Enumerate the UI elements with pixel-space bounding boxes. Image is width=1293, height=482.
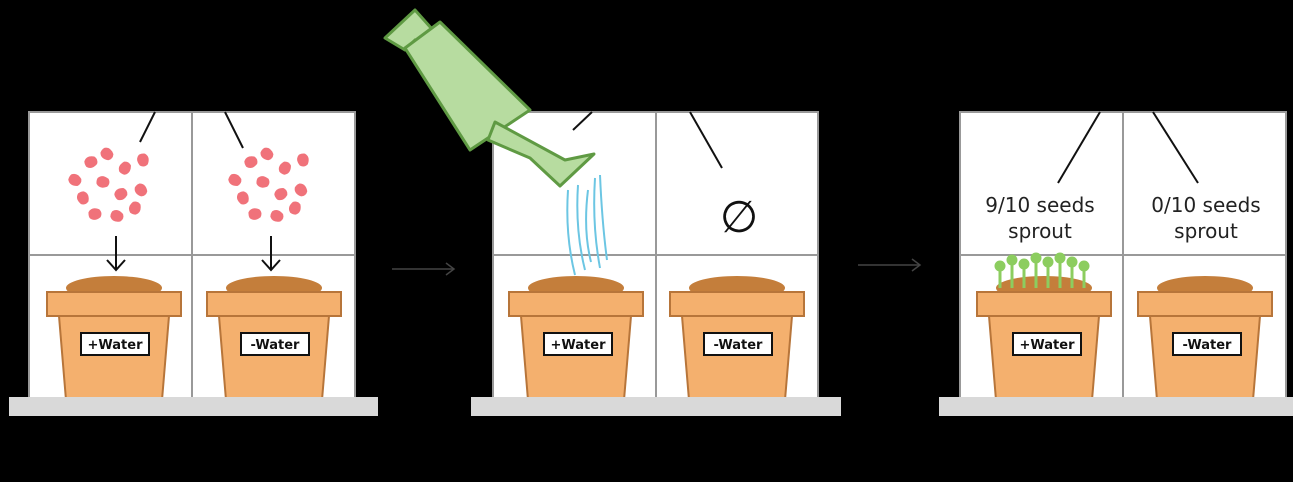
arrow-icon: [858, 259, 920, 271]
minus-water-label: -Water: [1183, 338, 1232, 353]
minus-water-label: -Water: [714, 338, 763, 353]
plus-water-label: +Water: [88, 338, 144, 353]
shelf: [939, 397, 1293, 416]
result-no-water-line2: sprout: [1174, 219, 1238, 243]
arrow-icon: [392, 263, 454, 275]
plus-water-label: +Water: [1020, 338, 1076, 353]
minus-water-label: -Water: [251, 338, 300, 353]
panel-1: +Water -Water: [9, 112, 378, 416]
empty-set-icon: ∅: [720, 192, 758, 243]
result-water-line2: sprout: [1008, 219, 1072, 243]
watering-can-icon: [385, 10, 594, 186]
shelf: [9, 397, 378, 416]
shelf: [471, 397, 841, 416]
result-no-water-line1: 0/10 seeds: [1151, 193, 1260, 217]
panel-3: 9/10 seeds sprout 0/10 seeds sprout +Wat…: [939, 112, 1293, 416]
result-water-line1: 9/10 seeds: [985, 193, 1094, 217]
plus-water-label: +Water: [551, 338, 607, 353]
